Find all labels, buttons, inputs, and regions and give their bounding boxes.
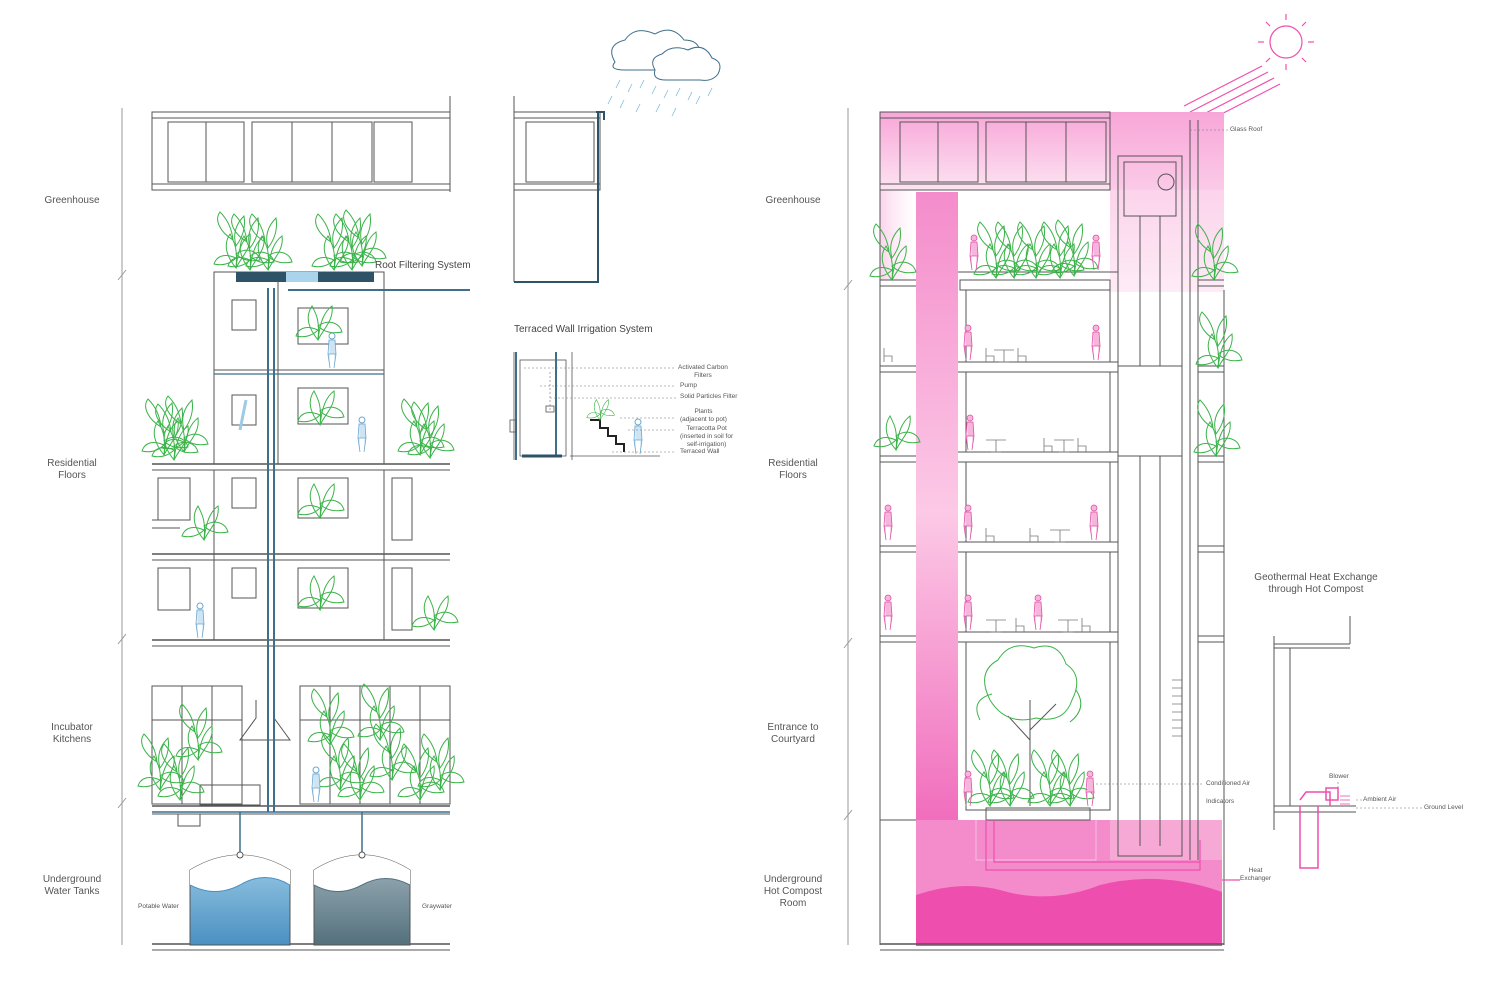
heat-exchanger-label: Heat Exchanger: [1240, 867, 1272, 882]
right-zone-entrance: Entrance to Courtyard: [767, 722, 819, 745]
geothermal-leaders: [1337, 782, 1422, 809]
right-zone-greenhouse: Greenhouse: [765, 195, 821, 206]
sun-icon: [1183, 14, 1314, 125]
ambient-air-label: Ambient Air: [1363, 796, 1397, 803]
greenhouse-plants-left: [137, 209, 465, 801]
indicators-label: Indicators: [1206, 798, 1235, 805]
irrigation-label-wall: Terraced Wall: [680, 448, 720, 455]
plumbing-left: [152, 288, 470, 860]
rain-gutter-detail: [513, 29, 721, 283]
ground-level-label: Ground Level: [1424, 804, 1464, 811]
irrigation-label-plants: Plants (adjacent to pot): [680, 408, 727, 423]
air-ducts: [985, 820, 1240, 881]
heat-fields: [880, 112, 1224, 946]
right-section: [879, 111, 1225, 951]
left-zone-residential: Residential Floors: [47, 458, 97, 481]
right-section-bracket: [843, 108, 853, 945]
graywater-tank: [313, 851, 411, 946]
geothermal-title: Geothermal Heat Exchange through Hot Com…: [1254, 572, 1378, 595]
right-leaders: [1096, 129, 1228, 785]
left-zone-greenhouse: Greenhouse: [44, 195, 100, 206]
irrigation-leaders: [524, 367, 676, 453]
blower-label: Blower: [1329, 773, 1349, 780]
right-zone-residential: Residential Floors: [768, 458, 818, 481]
irrigation-title: Terraced Wall Irrigation System: [514, 324, 653, 335]
graywater-label: Graywater: [422, 903, 452, 910]
irrigation-label-carbon: Activated Carbon Filters: [678, 364, 728, 379]
left-section: [117, 96, 451, 951]
potable-water-tank: [189, 851, 291, 946]
left-zone-tanks: Underground Water Tanks: [42, 874, 102, 897]
furniture-right: [883, 347, 1091, 633]
irrigation-label-pot: Terracotta Pot (inserted in soil for sel…: [680, 425, 734, 448]
irrigation-label-solid-filter: Solid Particles Filter: [680, 393, 738, 400]
root-filtering-label: Root Filtering System: [375, 260, 471, 271]
potable-water-label: Potable Water: [138, 903, 179, 910]
irrigation-detail-drawing: [509, 352, 660, 460]
left-zone-kitchens: Incubator Kitchens: [51, 722, 93, 745]
right-zone-compost: Underground Hot Compost Room: [763, 874, 823, 909]
courtyard-tree: [976, 645, 1082, 806]
irrigation-label-pump: Pump: [680, 382, 697, 389]
geothermal-detail-drawing: [1273, 616, 1356, 869]
glass-roof-label: Glass Roof: [1230, 126, 1263, 133]
conditioned-air-label: Conditioned Air: [1206, 780, 1251, 787]
